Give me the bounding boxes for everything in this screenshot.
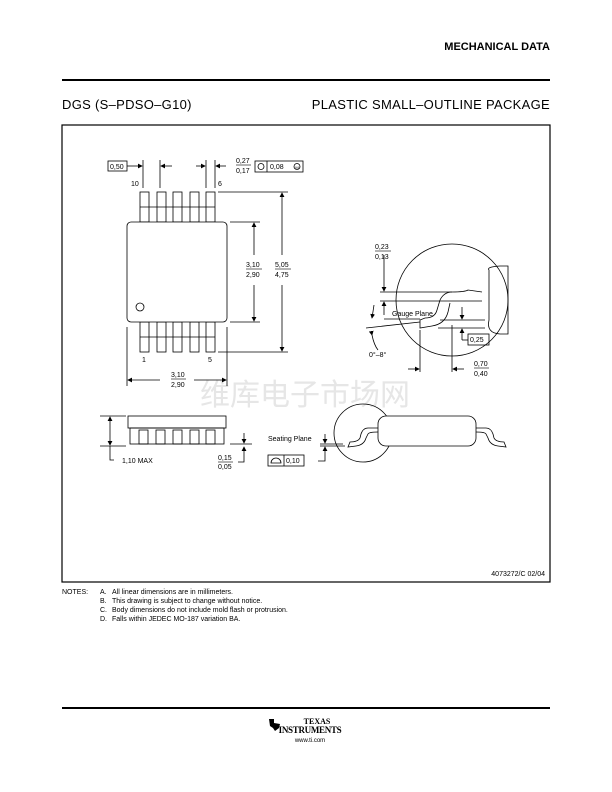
pin1-marker <box>135 302 145 312</box>
note-letter: A. <box>100 589 107 596</box>
lead-width-min: 0,17 <box>236 168 250 175</box>
section-header: MECHANICAL DATA <box>444 41 550 53</box>
package-body <box>126 221 228 323</box>
foot-length-min: 0,40 <box>474 371 488 378</box>
website-link[interactable]: www.ti.com <box>294 738 326 744</box>
standoff-min: 0,05 <box>218 464 232 471</box>
flatness-value: 0,10 <box>286 458 300 465</box>
standoff-max: 0,15 <box>218 455 232 462</box>
note-item: A. All linear dimensions are in millimete… <box>100 588 288 597</box>
gauge-detail <box>365 243 509 372</box>
footer-rule <box>62 707 550 709</box>
header-rule <box>62 79 550 81</box>
note-text: This drawing is subject to change withou… <box>112 598 263 605</box>
note-letter: D. <box>100 616 107 623</box>
note-item: D. Falls within JEDEC MO-187 variation BA… <box>100 615 288 624</box>
watermark: 维库电子市场网 <box>200 379 410 412</box>
note-text: All linear dimensions are in millimeters… <box>112 589 233 596</box>
drawing-number: 4073272/C 02/04 <box>491 571 545 578</box>
body-width-max: 3,10 <box>171 372 185 379</box>
brand-line1: TEXAS <box>303 717 331 726</box>
pin-6-label: 6 <box>218 181 222 188</box>
package-code: DGS (S–PDSO–G10) <box>62 97 192 112</box>
note-letter: B. <box>100 598 107 605</box>
position-tolerance: 0,08 <box>270 164 284 171</box>
note-item: C. Body dimensions do not include mold fl… <box>100 606 288 615</box>
foot-angle: 0°–8° <box>369 351 386 359</box>
lead-thickness-max: 0,23 <box>375 244 389 251</box>
body-length-max: 3,10 <box>246 262 260 269</box>
pitch-label: 0,50 <box>110 164 124 171</box>
gauge-value: 0,25 <box>470 337 484 344</box>
overall-length-max: 5,05 <box>275 262 289 269</box>
body-width-min: 2,90 <box>171 382 185 389</box>
pin-10-label: 10 <box>131 181 139 188</box>
side-view-end <box>100 415 252 463</box>
lead-thickness-min: 0,13 <box>375 254 389 261</box>
overall-length-min: 4,75 <box>275 272 289 279</box>
note-letter: C. <box>100 607 107 614</box>
notes-label: NOTES: <box>62 589 89 596</box>
note-text: Body dimensions do not include mold flas… <box>112 607 288 614</box>
pin-5-label: 5 <box>208 357 212 364</box>
seating-plane-label: Seating Plane <box>268 436 312 443</box>
ti-logo: TEXAS INSTRUMENTS www.ti.com <box>265 718 355 744</box>
gauge-plane-label: Gauge Plane <box>392 311 433 318</box>
pin-1-label: 1 <box>142 357 146 364</box>
height-max-label: 1,10 MAX <box>122 458 153 465</box>
tolerance-modifier: M <box>295 165 298 170</box>
top-view <box>107 160 304 386</box>
foot-length-max: 0,70 <box>474 361 488 368</box>
drawing-frame <box>61 124 551 583</box>
note-item: B. This drawing is subject to change with… <box>100 597 288 606</box>
brand-line2: INSTRUMENTS <box>278 725 342 735</box>
texas-state-icon <box>269 719 280 731</box>
side-view-profile <box>267 403 507 467</box>
body-length-min: 2,90 <box>246 272 260 279</box>
lead-width-max: 0,27 <box>236 158 250 165</box>
note-text: Falls within JEDEC MO-187 variation BA. <box>112 616 241 623</box>
package-name: PLASTIC SMALL–OUTLINE PACKAGE <box>311 97 550 112</box>
